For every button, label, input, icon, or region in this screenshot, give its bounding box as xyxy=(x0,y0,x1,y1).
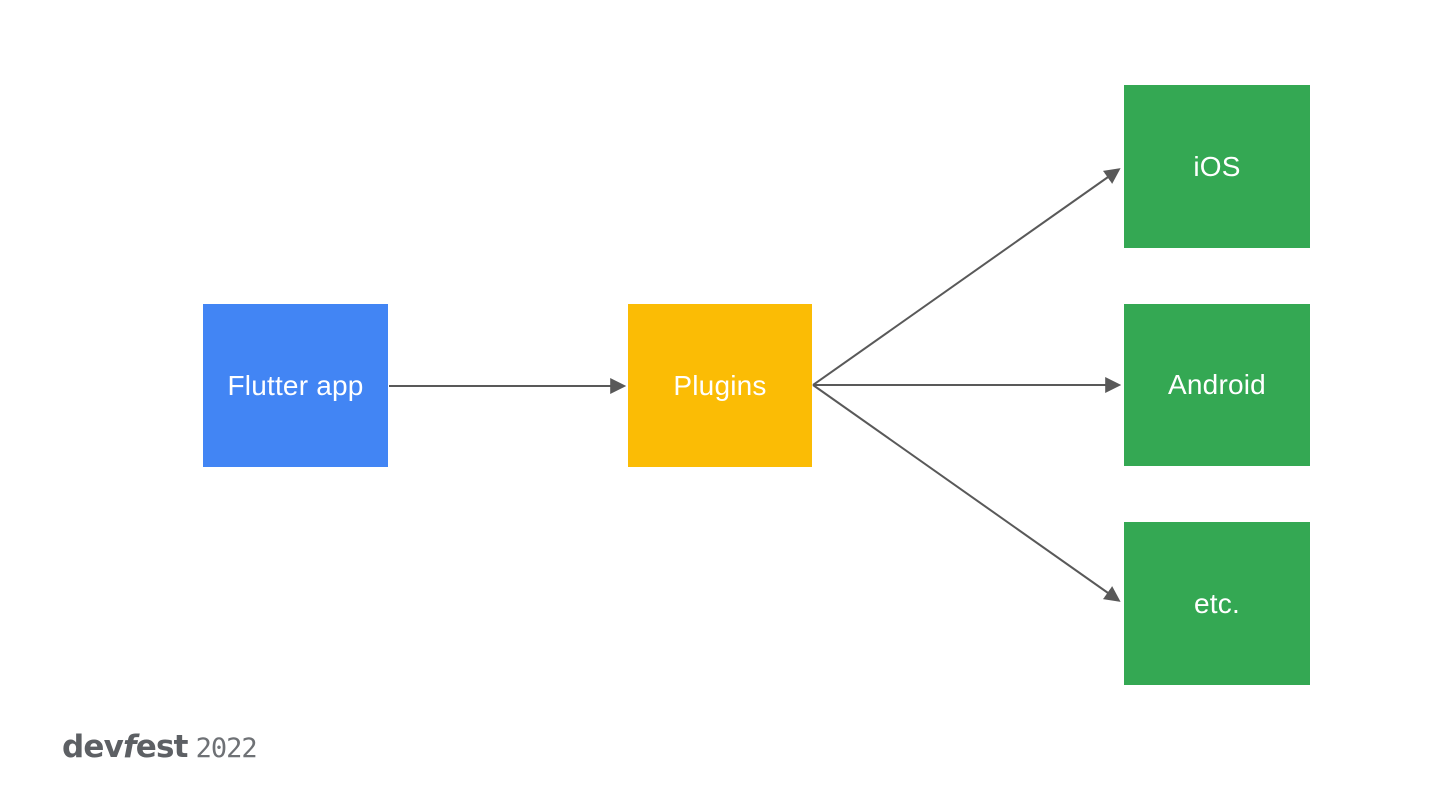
arrow-plugins-to-ios xyxy=(812,168,1121,386)
arrow-plugins-to-etc xyxy=(812,384,1121,602)
node-android: Android xyxy=(1124,304,1310,466)
node-ios: iOS xyxy=(1124,85,1310,248)
node-flutter-app: Flutter app xyxy=(203,304,388,467)
node-label-android: Android xyxy=(1168,369,1266,400)
logo-text-f: f xyxy=(123,729,136,765)
logo-text-dev: dev xyxy=(62,729,124,765)
node-plugins: Plugins xyxy=(628,304,812,467)
node-etc: etc. xyxy=(1124,522,1310,685)
logo-text-est: est xyxy=(135,729,189,765)
node-label-flutter-app: Flutter app xyxy=(227,369,364,401)
logo-text-year: 2022 xyxy=(195,733,258,764)
node-label-etc: etc. xyxy=(1194,587,1240,619)
node-label-plugins: Plugins xyxy=(673,369,767,401)
node-label-ios: iOS xyxy=(1193,150,1241,182)
